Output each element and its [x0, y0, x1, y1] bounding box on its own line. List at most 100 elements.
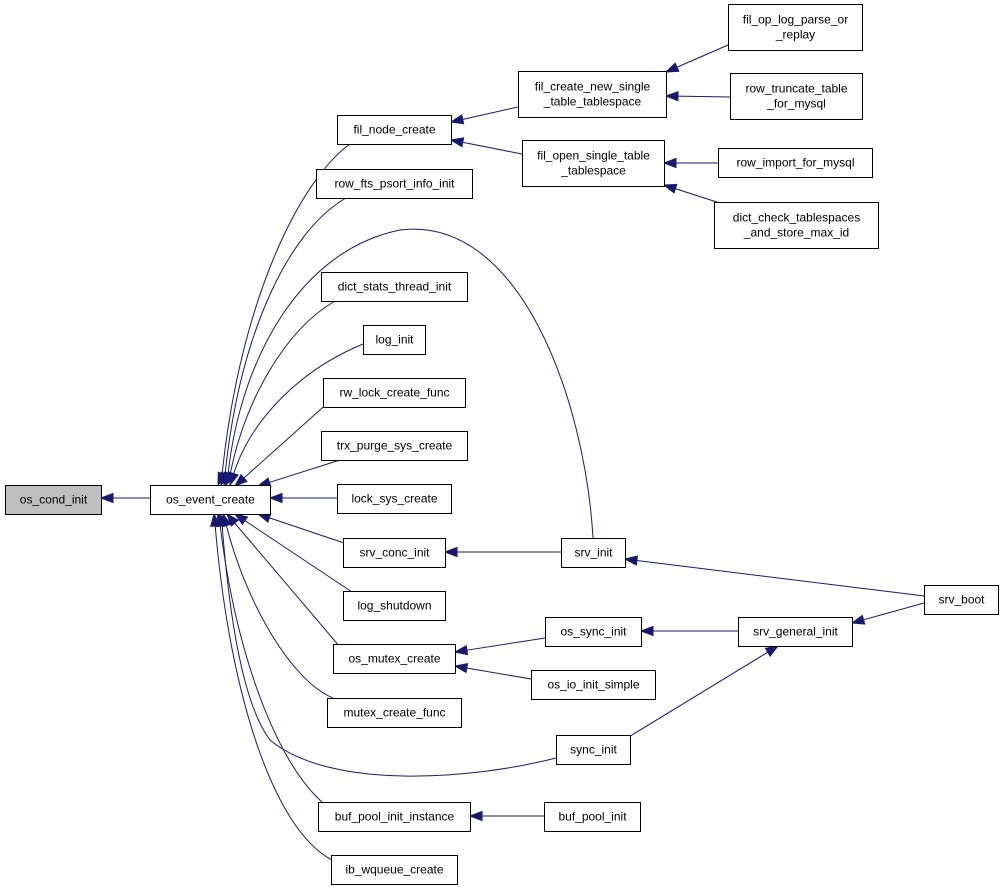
edge-line [232, 343, 364, 477]
node-srv-conc-init[interactable]: srv_conc_init [343, 538, 446, 568]
node-box [316, 169, 473, 199]
arrowhead [639, 625, 654, 637]
edge-line [224, 197, 347, 476]
node-box [337, 484, 452, 514]
edge-row_import_for_mysql-to-fil_open_single_table_tablespace [662, 157, 718, 169]
arrowhead [226, 512, 240, 527]
function-nodes: os_cond_init os_event_create fil_node_crea… [5, 4, 999, 885]
edge-ib_wqueue_create-to-os_event_create [210, 512, 333, 861]
node-box [924, 585, 999, 615]
node-srv-init[interactable]: srv_init [561, 538, 626, 568]
node-row-fts-psort-info-init[interactable]: row_fts_psort_info_init [316, 169, 473, 199]
edge-line [243, 519, 353, 593]
node-os-sync-init[interactable]: os_sync_init [545, 617, 642, 647]
node-label: _table_tablespace [543, 95, 642, 109]
edge-trx_purge_sys_create-to-os_event_create [256, 459, 341, 488]
node-rw-lock-create-func[interactable]: rw_lock_create_func [323, 378, 466, 408]
node-label: os_cond_init [20, 493, 88, 507]
node-box [343, 591, 446, 621]
node-label: fil_node_create [353, 123, 435, 137]
node-box [531, 670, 656, 700]
node-box [518, 71, 667, 118]
node-box [333, 644, 456, 674]
node-sync-init[interactable]: sync_init [556, 735, 631, 765]
node-box [343, 538, 446, 568]
edge-dict_check_tablespaces_and_store_max_id-to-fil_open_single_table_tablespace [662, 183, 727, 206]
edge-log_shutdown-to-os_event_create [233, 513, 353, 593]
node-label: _replay [775, 28, 815, 42]
node-label: os_event_create [166, 493, 255, 507]
edge-mutex_create_func-to-os_event_create [221, 512, 334, 699]
node-label: srv_init [574, 546, 613, 560]
arrowhead [443, 546, 458, 558]
node-box [327, 698, 462, 728]
node-log-init[interactable]: log_init [363, 325, 426, 355]
edge-srv_general_init-to-os_sync_init [639, 625, 738, 637]
edge-fil_create_new_single_table_tablespace-to-fil_node_create [449, 106, 519, 125]
edge-line [862, 602, 925, 621]
node-row-import-for-mysql[interactable]: row_import_for_mysql [718, 148, 873, 178]
edge-line [626, 651, 769, 739]
arrowhead [664, 90, 679, 102]
node-label: fil_create_new_single [535, 80, 651, 94]
arrowhead [228, 471, 239, 487]
node-buf-pool-init[interactable]: buf_pool_init [544, 802, 641, 832]
edge-srv_conc_init-to-os_event_create [256, 513, 351, 546]
edge-line [227, 228, 594, 539]
node-label: os_sync_init [560, 625, 627, 639]
node-os-mutex-create[interactable]: os_mutex_create [333, 644, 456, 674]
node-os-event-create[interactable]: os_event_create [150, 485, 271, 515]
edge-line [635, 559, 925, 597]
node-fil-open-single-table-tablespace[interactable]: fil_open_single_table_tablespace [522, 140, 665, 187]
node-label: dict_check_tablespaces [733, 211, 860, 225]
node-label: sync_init [570, 743, 617, 757]
node-box [545, 617, 642, 647]
edge-line [229, 300, 336, 476]
node-box [730, 73, 863, 120]
edge-row_truncate_table_for_mysql-to-fil_create_new_single_table_tablespace [664, 90, 731, 102]
node-box [561, 538, 626, 568]
node-label: _and_store_max_id [743, 226, 849, 240]
node-row-truncate-table-for-mysql[interactable]: row_truncate_table_for_mysql [730, 73, 863, 120]
node-box [331, 855, 458, 885]
node-box [5, 485, 102, 515]
arrowhead [453, 644, 469, 656]
node-box [337, 115, 452, 145]
node-os-io-init-simple[interactable]: os_io_init_simple [531, 670, 656, 700]
edge-fil_op_log_parse_or_replay-to-fil_create_new_single_table_tablespace [664, 44, 729, 73]
edge-line [268, 517, 351, 546]
node-dict-check-tablespaces-and-store-max-id[interactable]: dict_check_tablespaces_and_store_max_id [714, 202, 879, 249]
arrowhead [233, 473, 248, 487]
edge-line [233, 522, 341, 648]
node-trx-purge-sys-create[interactable]: trx_purge_sys_create [321, 431, 468, 461]
node-label: rw_lock_create_func [339, 386, 449, 400]
edge-sync_init-to-srv_general_init [626, 645, 780, 739]
node-label: os_mutex_create [348, 652, 440, 666]
node-label: srv_general_init [753, 625, 838, 639]
node-dict-stats-thread-init[interactable]: dict_stats_thread_init [321, 272, 468, 302]
edge-fil_open_single_table_tablespace-to-fil_node_create [449, 137, 523, 155]
node-box [738, 617, 853, 647]
edge-srv_init-to-srv_conc_init [443, 546, 561, 558]
node-mutex-create-func[interactable]: mutex_create_func [327, 698, 462, 728]
node-buf-pool-init-instance[interactable]: buf_pool_init_instance [318, 802, 471, 832]
node-log-shutdown[interactable]: log_shutdown [343, 591, 446, 621]
node-box [321, 431, 468, 461]
arrowhead [468, 810, 483, 822]
node-box [150, 485, 271, 515]
node-srv-general-init[interactable]: srv_general_init [738, 617, 853, 647]
node-label: row_truncate_table [745, 82, 847, 96]
node-fil-node-create[interactable]: fil_node_create [337, 115, 452, 145]
edge-line [225, 523, 334, 699]
node-srv-boot[interactable]: srv_boot [924, 585, 999, 615]
arrowhead [623, 555, 639, 566]
node-fil-create-new-single-table-tablespace[interactable]: fil_create_new_single_table_tablespace [518, 71, 667, 118]
node-ib-wqueue-create[interactable]: ib_wqueue_create [331, 855, 458, 885]
node-box [318, 802, 471, 832]
node-box [321, 272, 468, 302]
node-label: srv_boot [938, 593, 985, 607]
node-fil-op-log-parse-or-replay[interactable]: fil_op_log_parse_or_replay [728, 4, 863, 51]
node-lock-sys-create[interactable]: lock_sys_create [337, 484, 452, 514]
edge-os_mutex_create-to-os_event_create [226, 512, 341, 648]
edge-line [219, 523, 323, 803]
